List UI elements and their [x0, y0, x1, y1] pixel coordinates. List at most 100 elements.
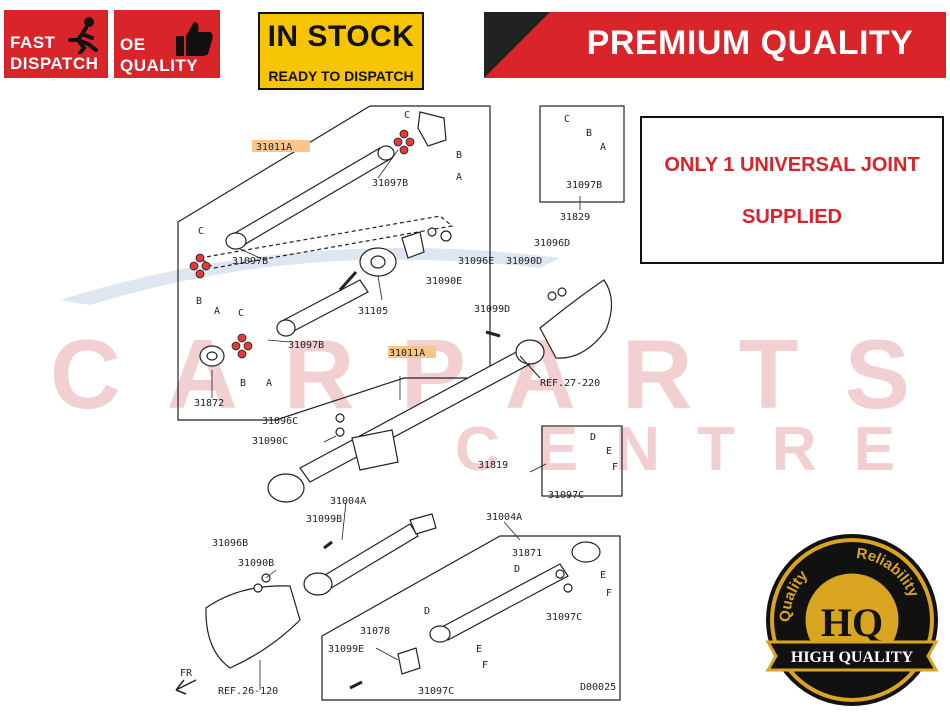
label-d-1: D [590, 432, 596, 443]
flange-31872-hole [206, 351, 218, 361]
label-31004a-2: 31004A [486, 512, 522, 523]
seal-ribbon [765, 640, 939, 672]
label-31011a-top: 31011A [256, 142, 292, 153]
label-31097b-1: 31097B [372, 178, 408, 189]
label-ref27: REF.27-220 [540, 378, 600, 389]
snap-ring-f [563, 583, 573, 593]
lower-assembly-box [321, 535, 621, 701]
label-a-inset: A [600, 142, 606, 153]
label-31871: 31871 [512, 548, 542, 559]
label-31099d: 31099D [474, 304, 510, 315]
rear-shaft-slip-yoke [409, 513, 437, 535]
center-bearing-hole [370, 255, 386, 269]
label-d-3: D [424, 606, 430, 617]
fast-dispatch-line1: FAST [10, 33, 56, 52]
label-d-2: D [514, 564, 520, 575]
label-31078: 31078 [360, 626, 390, 637]
main-shaft-front-yoke [515, 339, 545, 365]
upper-assembly-box [177, 105, 491, 421]
leader-lines [211, 149, 581, 690]
leader-ref27 [519, 355, 541, 379]
label-31829: 31829 [560, 212, 590, 223]
label-31097c-1: 31097C [548, 490, 584, 501]
label-31097b-3: 31097B [288, 340, 324, 351]
label-31011a-mid: 31011A [389, 348, 425, 359]
label-31819: 31819 [478, 460, 508, 471]
label-31096b: 31096B [212, 538, 248, 549]
in-stock-title: IN STOCK [267, 20, 415, 53]
label-f-2: F [606, 588, 612, 599]
upper-front-shaft [225, 111, 447, 250]
rear-shaft-tube [319, 523, 419, 591]
label-f-1: F [612, 462, 618, 473]
label-f-3: F [482, 660, 488, 671]
label-c-inset: C [564, 114, 570, 125]
yoke-flange-upper [417, 111, 447, 147]
label-31096c: 31096C [262, 416, 298, 427]
seal-letters: HQ [821, 600, 883, 645]
watermark-swoosh [60, 247, 560, 305]
label-code: D00025 [580, 682, 616, 693]
transfer-case-outline [539, 279, 613, 359]
center-support [351, 429, 399, 471]
nut-31096d [557, 287, 567, 297]
shaft-tube-upper [228, 147, 394, 247]
runner-icon [68, 17, 98, 54]
washer-31090e [427, 227, 437, 237]
short-shaft-end [276, 319, 296, 337]
nut-31096e [440, 230, 452, 242]
notice-line2: SUPPLIED [741, 206, 843, 228]
bolt-31099d [485, 330, 501, 338]
label-a-2: A [214, 306, 220, 317]
seal-gold-ring [770, 538, 934, 702]
premium-quality-banner: PREMIUM QUALITY [484, 12, 946, 78]
lower-shaft-assembly [349, 541, 601, 690]
label-31105: 31105 [358, 306, 388, 317]
bolt-31099b [323, 540, 333, 550]
oe-quality-line2: QUALITY [120, 56, 199, 75]
snap-ring-e [555, 569, 565, 579]
banner-corner [484, 12, 550, 78]
lower-shaft-end [429, 625, 451, 643]
notice-box: ONLY 1 UNIVERSAL JOINT SUPPLIED [640, 116, 944, 264]
label-31096e: 31096E [458, 256, 494, 267]
rear-shaft-yoke [303, 572, 333, 596]
inset-box-31829 [539, 105, 625, 203]
label-c: C [404, 110, 410, 121]
label-a-3: A [266, 378, 272, 389]
nut-31096c [335, 413, 345, 423]
spline-end [338, 271, 358, 291]
bolt-31099e [349, 680, 363, 690]
nut-31090d [547, 291, 557, 301]
joint-31871 [571, 541, 601, 563]
label-31872: 31872 [194, 398, 224, 409]
differential-housing [205, 585, 301, 669]
oe-quality-badge: OE QUALITY [114, 10, 220, 78]
label-31099e: 31099E [328, 644, 364, 655]
label-a: A [456, 172, 462, 183]
high-quality-seal: Quality Reliability HQ HIGH QUALITY [765, 534, 939, 706]
label-31099b: 31099B [306, 514, 342, 525]
label-31097b-2: 31097B [232, 256, 268, 267]
label-31097c-2: 31097C [546, 612, 582, 623]
in-stock-badge: IN STOCK READY TO DISPATCH [258, 12, 424, 90]
fast-dispatch-line2: DISPATCH [10, 54, 99, 73]
premium-quality-label: PREMIUM QUALITY [586, 24, 914, 62]
front-arrow-icon [175, 679, 197, 695]
label-31090e: 31090E [426, 276, 462, 287]
rear-shaft-assembly [205, 513, 437, 669]
nut-31096b [253, 583, 263, 593]
label-fr: FR [180, 668, 193, 679]
lower-shaft-tube [439, 563, 569, 641]
label-31096d: 31096D [534, 238, 570, 249]
in-stock-subtitle: READY TO DISPATCH [268, 68, 414, 84]
fast-dispatch-badge: FAST DISPATCH [4, 10, 108, 78]
label-c-2: C [198, 226, 204, 237]
label-e-3: E [476, 644, 482, 655]
inset-box-31819 [541, 425, 623, 497]
thumbs-up-icon [176, 22, 213, 56]
label-b-inset: B [586, 128, 592, 139]
label-31090b: 31090B [238, 558, 274, 569]
label-c-3: C [238, 308, 244, 319]
